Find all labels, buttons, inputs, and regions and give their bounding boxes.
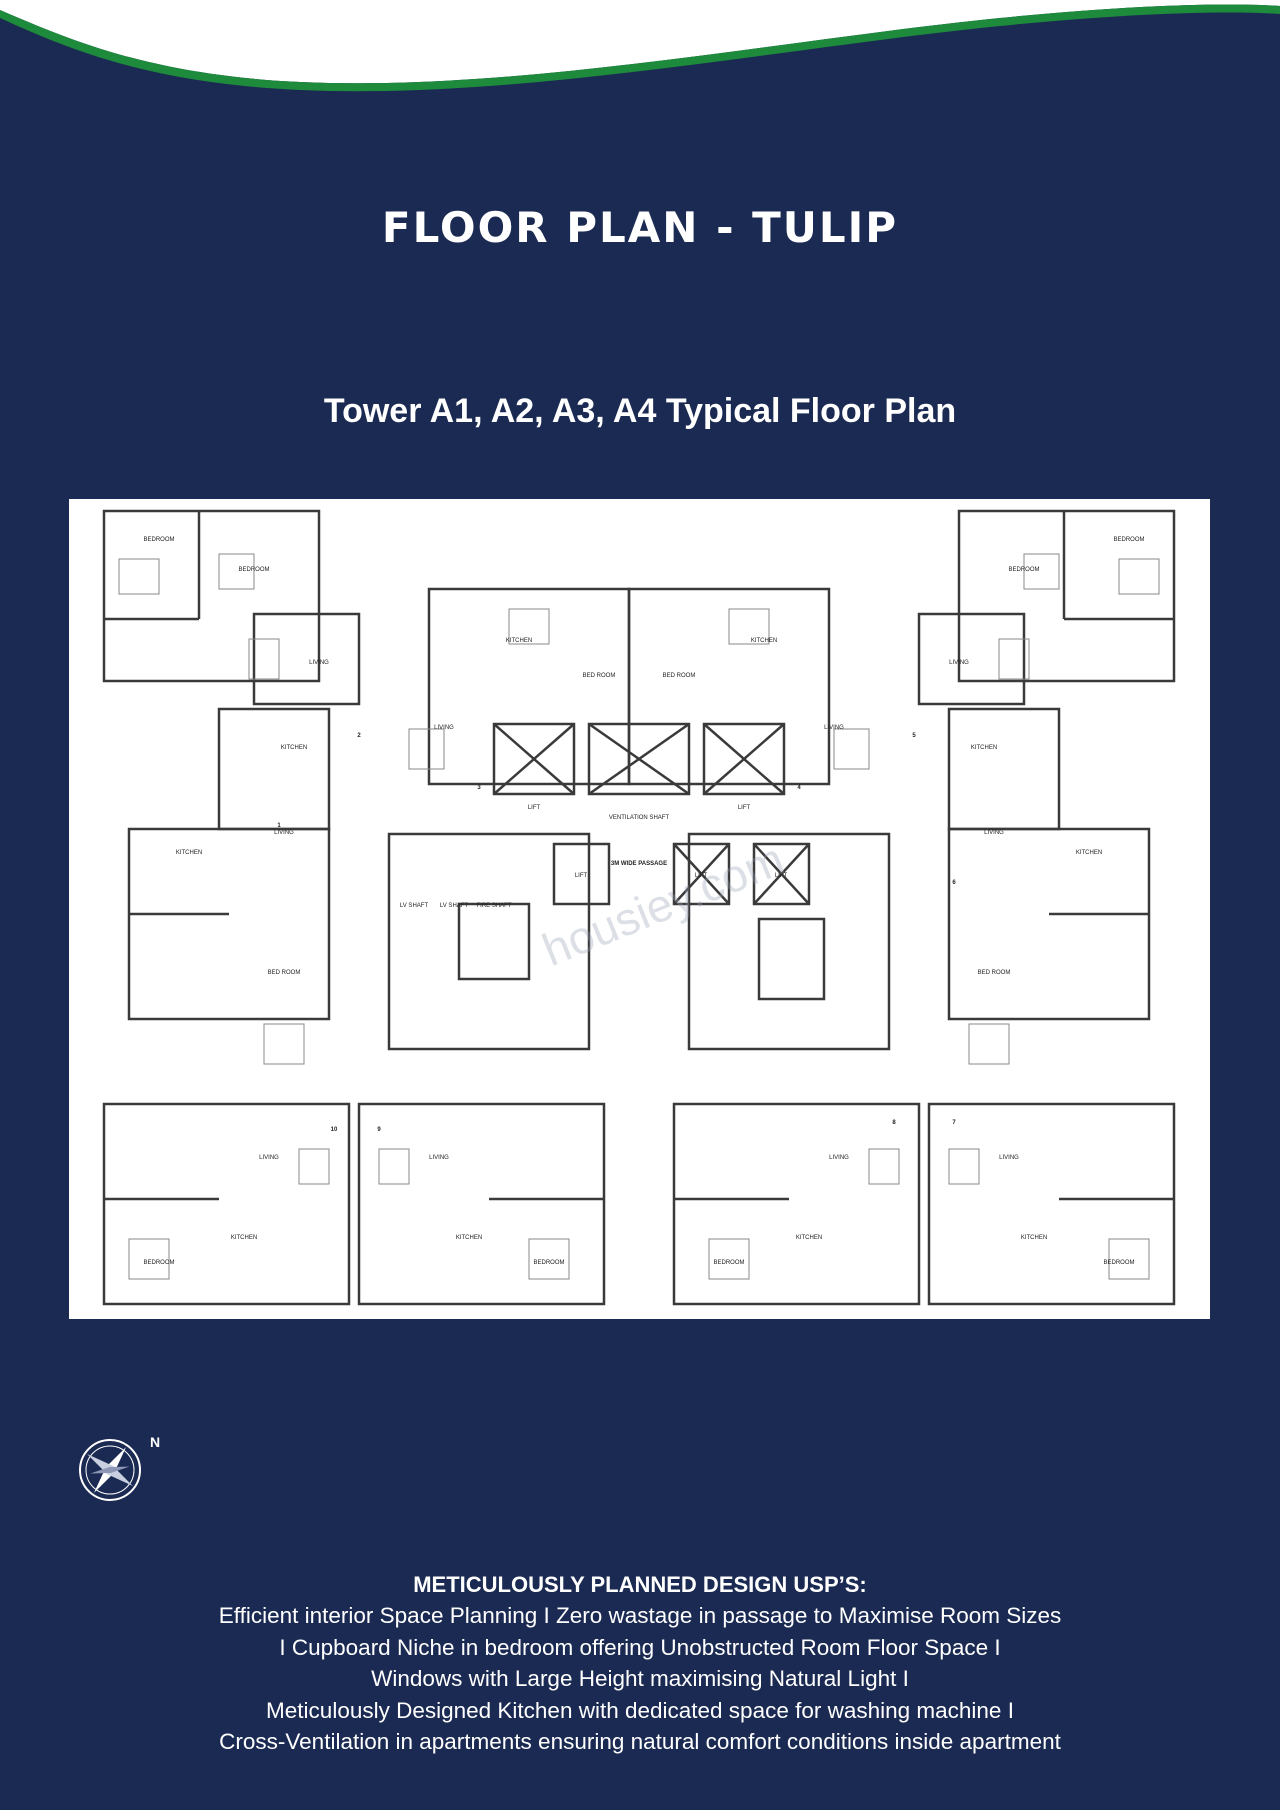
core-right xyxy=(687,832,891,1051)
floor-plan-image: BEDROOM BEDROOM LIVING KITCHEN BEDROOM B… xyxy=(69,499,1210,1319)
label-lift-3: LIFT xyxy=(575,873,588,879)
floor-plan-drawing: BEDROOM BEDROOM LIVING KITCHEN BEDROOM B… xyxy=(102,509,1176,1306)
unit-number-7: 7 xyxy=(952,1120,956,1126)
label-living-6: LIVING xyxy=(984,830,1004,836)
label-living-1: LIVING xyxy=(309,660,329,666)
label-lv-shaft-2: LV SHAFT xyxy=(440,903,469,909)
label-bedroom-4: BEDROOM xyxy=(1008,567,1039,573)
usp-heading: METICULOUSLY PLANNED DESIGN USP’S: xyxy=(413,1572,867,1597)
page-title: FLOOR PLAN - TULIP xyxy=(381,203,899,252)
label-living-3: LIVING xyxy=(434,725,454,731)
label-passage: 3M WIDE PASSAGE xyxy=(611,861,667,867)
label-kitchen-5: KITCHEN xyxy=(176,850,202,856)
label-living-8: LIVING xyxy=(429,1155,449,1161)
unit-top-right xyxy=(957,509,1176,683)
label-lift-5: LIFT xyxy=(775,873,788,879)
unit-middle-right xyxy=(947,827,1151,1021)
label-ventilation-shaft: VENTILATION SHAFT xyxy=(609,815,670,821)
unit-bottom-4 xyxy=(927,1102,1176,1306)
label-kitchen-6: KITCHEN xyxy=(1076,850,1102,856)
usp-line: Windows with Large Height maximising Nat… xyxy=(371,1666,909,1691)
unit-number-4: 4 xyxy=(797,785,801,791)
page-subtitle: Tower A1, A2, A3, A4 Typical Floor Plan xyxy=(323,392,957,430)
label-kitchen-2: KITCHEN xyxy=(971,745,997,751)
usp-section: METICULOUSLY PLANNED DESIGN USP’S: Effic… xyxy=(0,1570,1280,1758)
usp-line: Efficient interior Space Planning I Zero… xyxy=(218,1603,1062,1628)
compass-rose-icon xyxy=(79,1439,141,1501)
label-lv-shaft-1: LV SHAFT xyxy=(400,903,429,909)
label-bedroom-1: BEDROOM xyxy=(143,537,174,543)
label-bedroom-6: BED ROOM xyxy=(663,673,696,679)
unit-bottom-3 xyxy=(672,1102,921,1306)
unit-number-8: 8 xyxy=(892,1120,896,1126)
label-bedroom-2: BEDROOM xyxy=(238,567,269,573)
label-living-2: LIVING xyxy=(949,660,969,666)
unit-number-2: 2 xyxy=(357,733,361,739)
label-kitchen-10: KITCHEN xyxy=(1021,1235,1047,1241)
usp-line: Meticulously Designed Kitchen with dedic… xyxy=(266,1697,1014,1723)
unit-number-9: 9 xyxy=(377,1127,381,1133)
compass-north-label: N xyxy=(150,1434,161,1450)
label-living-4: LIVING xyxy=(824,725,844,731)
usp-line: I Cupboard Niche in bedroom offering Uno… xyxy=(279,1634,1001,1660)
label-kitchen-7: KITCHEN xyxy=(231,1235,257,1241)
header-wave xyxy=(0,0,1280,92)
unit-top-left xyxy=(102,509,321,683)
label-kitchen-4: KITCHEN xyxy=(751,638,777,644)
label-living-7: LIVING xyxy=(259,1155,279,1161)
unit-middle-left xyxy=(127,827,331,1021)
label-bedroom-3: BEDROOM xyxy=(1113,537,1144,543)
usp-line: Cross-Ventilation in apartments ensuring… xyxy=(219,1729,1061,1754)
unit-number-3: 3 xyxy=(477,785,481,791)
unit-number-6: 6 xyxy=(952,880,956,886)
label-kitchen-3: KITCHEN xyxy=(506,638,532,644)
label-kitchen-1: KITCHEN xyxy=(281,745,307,751)
label-bedroom-10: BEDROOM xyxy=(533,1260,564,1266)
unit-bottom-2 xyxy=(357,1102,606,1306)
label-bedroom-7: BED ROOM xyxy=(268,970,301,976)
label-living-10: LIVING xyxy=(999,1155,1019,1161)
label-living-9: LIVING xyxy=(829,1155,849,1161)
label-lift-4: LIFT xyxy=(695,873,708,879)
unit-number-1: 1 xyxy=(277,823,281,829)
label-lift-2: LIFT xyxy=(738,805,751,811)
label-living-5: LIVING xyxy=(274,830,294,836)
unit-number-5: 5 xyxy=(912,733,916,739)
label-bedroom-11: BEDROOM xyxy=(713,1260,744,1266)
ventilation-shaft xyxy=(587,722,691,796)
label-kitchen-8: KITCHEN xyxy=(456,1235,482,1241)
label-bedroom-12: BEDROOM xyxy=(1103,1260,1134,1266)
unit-top-center-right xyxy=(627,587,831,786)
label-fire-shaft: FIRE SHAFT xyxy=(476,903,511,909)
label-bedroom-9: BEDROOM xyxy=(143,1260,174,1266)
unit-bottom-1 xyxy=(102,1102,351,1306)
label-bedroom-5: BED ROOM xyxy=(583,673,616,679)
label-kitchen-9: KITCHEN xyxy=(796,1235,822,1241)
unit-number-10: 10 xyxy=(331,1127,338,1133)
core-left xyxy=(387,832,591,1051)
label-bedroom-8: BED ROOM xyxy=(978,970,1011,976)
label-lift-1: LIFT xyxy=(528,805,541,811)
